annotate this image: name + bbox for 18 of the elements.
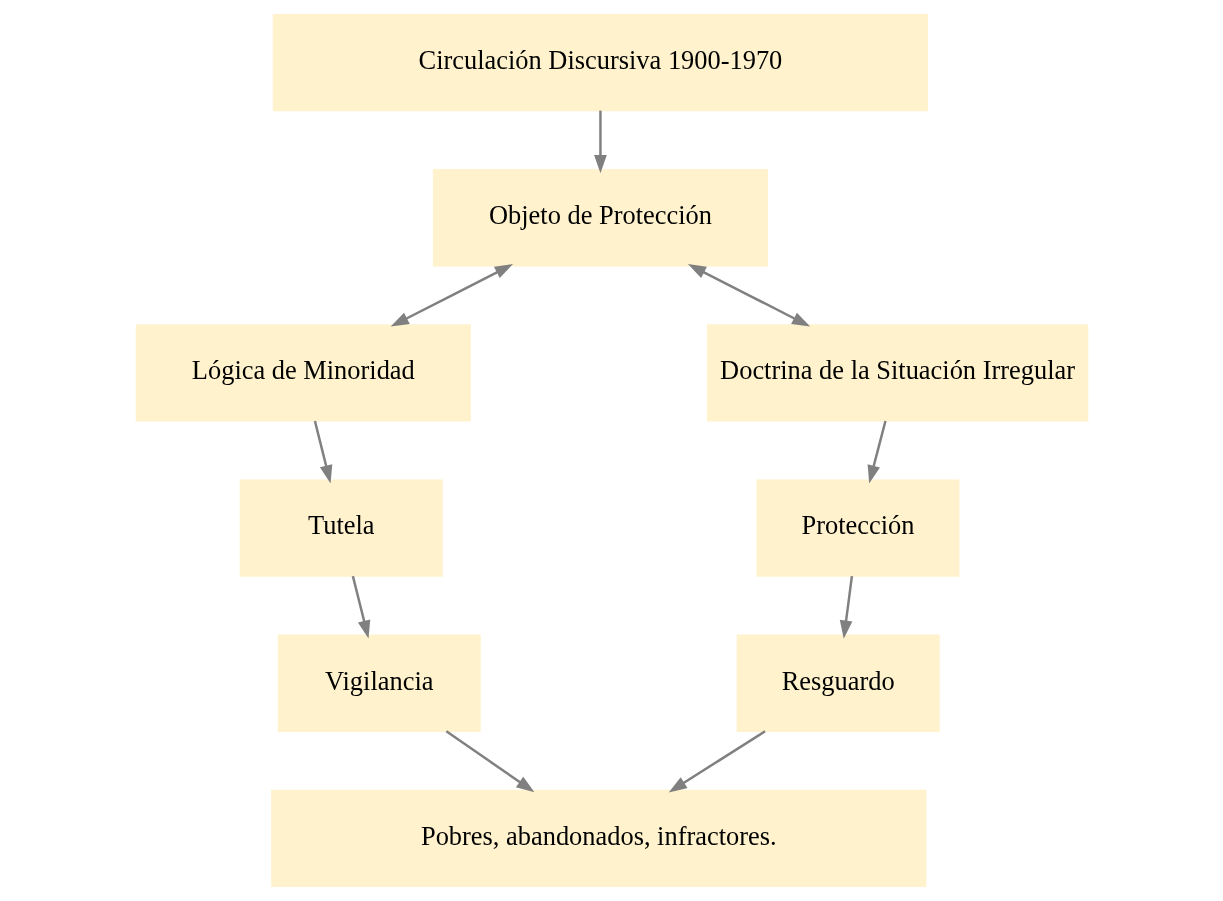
arrow — [867, 420, 887, 484]
node-box: Circulación Discursiva 1900-1970 — [272, 13, 928, 112]
arrow — [687, 264, 810, 327]
node-box: Pobres, abandonados, infractores. — [270, 789, 926, 888]
arrow — [445, 730, 534, 793]
arrow — [351, 575, 370, 639]
node-box: Resguardo — [736, 634, 940, 732]
arrow — [593, 110, 607, 174]
node-box: Objeto de Protección — [432, 169, 768, 267]
node-box: Tutela — [239, 479, 443, 577]
arrow — [668, 730, 766, 793]
arrow — [313, 420, 332, 484]
node-box: Doctrina de la Situación Irregular — [706, 324, 1088, 422]
node-box: Vigilancia — [277, 634, 481, 732]
node-box: Lógica de Minoridad — [135, 324, 471, 422]
node-box: Protección — [755, 479, 959, 577]
arrow — [390, 264, 513, 327]
arrow — [839, 575, 853, 639]
